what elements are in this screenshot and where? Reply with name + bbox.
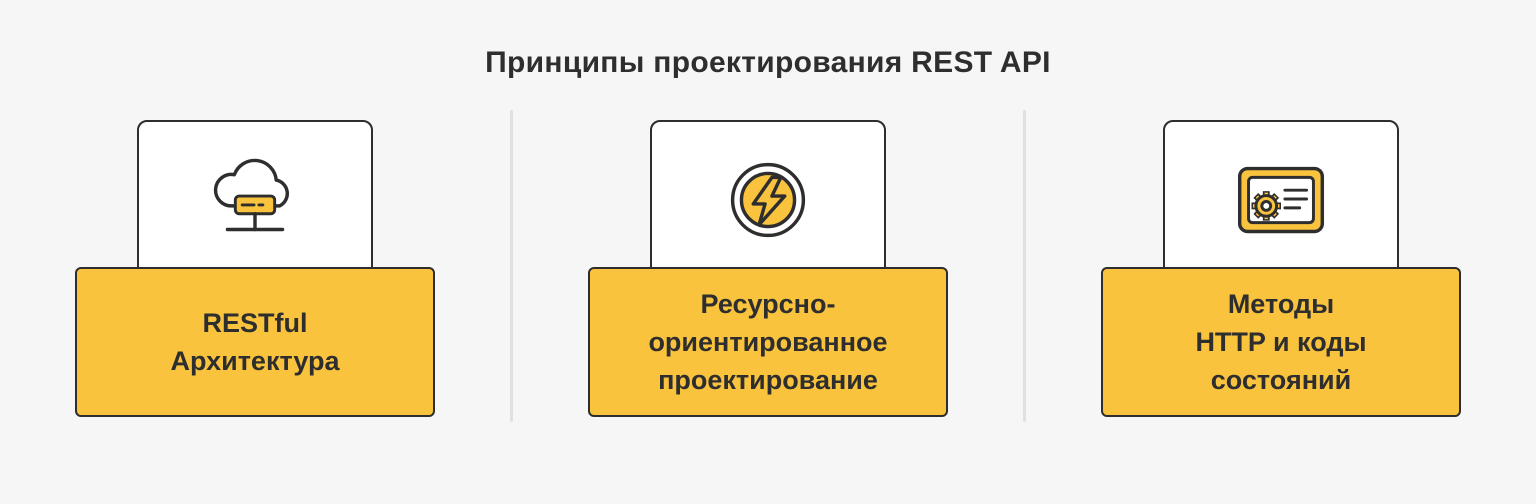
card-restful-architecture: RESTful Архитектура — [75, 120, 435, 417]
certificate-gear-icon — [1222, 141, 1340, 259]
cloud-server-icon — [196, 141, 314, 259]
card-label: Методы HTTP и коды состояний — [1195, 288, 1367, 396]
card-banner-restful: RESTful Архитектура — [75, 267, 435, 417]
card-resource-oriented-design: Ресурсно- ориентированное проектирование — [588, 120, 948, 417]
lightning-icon — [709, 141, 827, 259]
vertical-divider — [510, 110, 513, 422]
icon-box-restful — [137, 120, 373, 280]
card-label: Ресурсно- ориентированное проектирование — [648, 288, 888, 396]
rest-api-principles-infographic: Принципы проектирования REST API RESTf — [0, 46, 1536, 422]
card-http-methods-status-codes: Методы HTTP и коды состояний — [1101, 120, 1461, 417]
card-banner-resource: Ресурсно- ориентированное проектирование — [588, 267, 948, 417]
card-banner-http-methods: Методы HTTP и коды состояний — [1101, 267, 1461, 417]
card-label: RESTful Архитектура — [170, 307, 340, 376]
page-title: Принципы проектирования REST API — [485, 46, 1051, 79]
vertical-divider — [1023, 110, 1026, 422]
icon-box-resource — [650, 120, 886, 280]
icon-box-http-methods — [1163, 120, 1399, 280]
cards-row: RESTful Архитектура Ресурсно- ориентиров… — [0, 110, 1536, 422]
